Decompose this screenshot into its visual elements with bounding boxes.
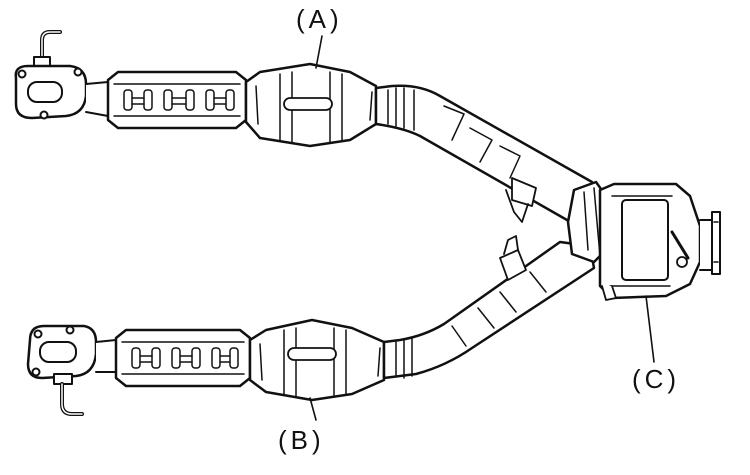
label-c: (C) (632, 364, 681, 394)
upper-oxygen-sensor (33, 30, 62, 68)
label-a: (A) (296, 4, 343, 34)
leader-line-b (309, 397, 317, 421)
lower-catalytic-converter (248, 318, 386, 402)
upper-flex-pipe (106, 70, 248, 130)
lower-branch (26, 235, 596, 416)
upper-inlet-flange (14, 64, 88, 120)
upper-branch (14, 30, 602, 226)
label-b: (B) (278, 425, 325, 455)
rear-catalytic-converter (566, 180, 721, 301)
lower-oxygen-sensor (53, 373, 84, 416)
leader-line-c (645, 295, 655, 363)
upper-catalytic-converter (244, 62, 378, 148)
lower-inlet-flange (26, 324, 98, 380)
leader-lines (309, 35, 655, 421)
leader-line-a (315, 35, 323, 69)
lower-flex-pipe (114, 328, 252, 388)
